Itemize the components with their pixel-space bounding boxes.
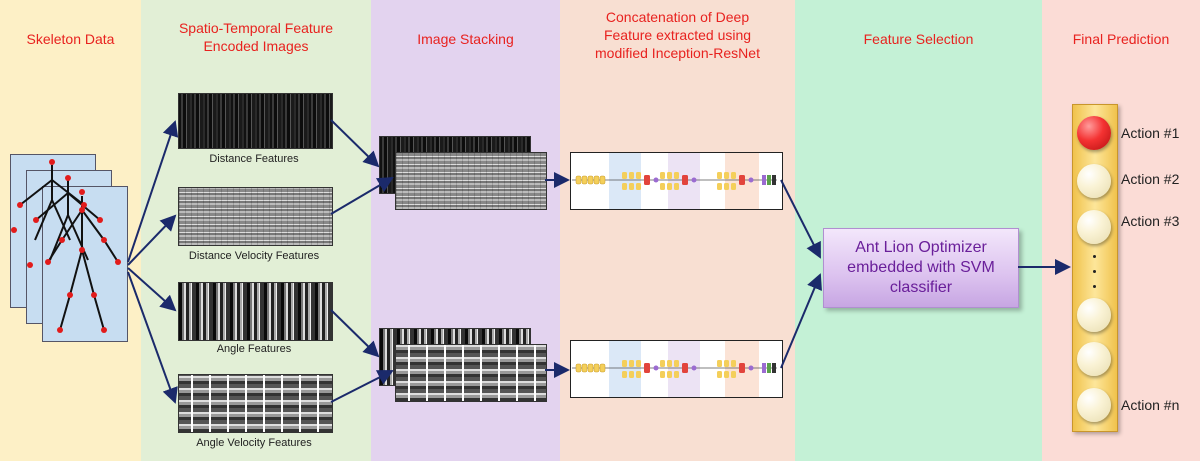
arrow-network-bottom-to-optimizer: [780, 273, 822, 369]
arrow-skeleton-to-angle-velocity: [127, 271, 178, 404]
action-n-minus-2-indicator: [1077, 298, 1111, 332]
arrow-angle-to-stack: [330, 309, 380, 358]
action-2-label: Action #2: [1121, 171, 1180, 187]
action-n-indicator: [1077, 388, 1111, 422]
optimizer-line-3: classifier: [889, 279, 953, 296]
action-1-indicator: [1077, 116, 1111, 150]
angle-velocity-features-image: [178, 374, 333, 433]
prediction-column: [1072, 104, 1118, 432]
arrow-skeleton-to-angle: [127, 267, 177, 312]
distance-velocity-features-image: [178, 187, 333, 246]
panel-title-skeleton-data: Skeleton Data: [26, 31, 115, 47]
arrow-distance-to-stack: [330, 119, 380, 168]
panel-title-feature-selection: Feature Selection: [863, 31, 974, 47]
panel-title-image-stacking: Image Stacking: [417, 31, 514, 47]
arrow-angle-velocity-to-stack: [330, 370, 394, 403]
panel-title-final-prediction: Final Prediction: [1072, 31, 1170, 47]
action-3-label: Action #3: [1121, 213, 1180, 229]
angle-features-label: Angle Features: [216, 343, 292, 355]
ant-lion-optimizer-box: Ant Lion Optimizer embedded with SVM cla…: [823, 228, 1019, 308]
action-2-indicator: [1077, 164, 1111, 198]
action-1-label: Action #1: [1121, 125, 1180, 141]
panel-title-deep-feature-concatenation: Concatenation of Deep Feature extracted …: [595, 9, 760, 61]
arrow-skeleton-to-distance-velocity: [127, 214, 177, 266]
action-n-label: Action #n: [1121, 397, 1180, 413]
ellipsis-dot: [1093, 270, 1096, 273]
ellipsis-dot: [1093, 285, 1096, 288]
stacked-distance-image-front: [395, 152, 547, 210]
distance-features-label: Distance Features: [209, 153, 299, 165]
panel-final-prediction: Final Prediction: [1042, 0, 1200, 461]
skeleton-figures: [11, 159, 121, 333]
angle-velocity-features-label: Angle Velocity Features: [196, 437, 312, 449]
optimizer-line-1: Ant Lion Optimizer: [855, 239, 987, 256]
action-3-indicator: [1077, 210, 1111, 244]
distance-features-image: [178, 93, 333, 149]
panel-title-feature-encoded-images: Spatio-Temporal Feature Encoded Images: [178, 20, 334, 54]
arrow-skeleton-to-distance: [127, 120, 179, 263]
angle-features-image: [178, 282, 333, 341]
ellipsis-dot: [1093, 255, 1096, 258]
optimizer-line-2: embedded with SVM: [847, 259, 995, 276]
stacked-angle-image-front: [395, 344, 547, 402]
distance-velocity-features-label: Distance Velocity Features: [188, 250, 320, 262]
action-n-minus-1-indicator: [1077, 342, 1111, 376]
arrow-network-top-to-optimizer: [780, 179, 821, 259]
arrow-distance-velocity-to-stack: [330, 176, 394, 215]
